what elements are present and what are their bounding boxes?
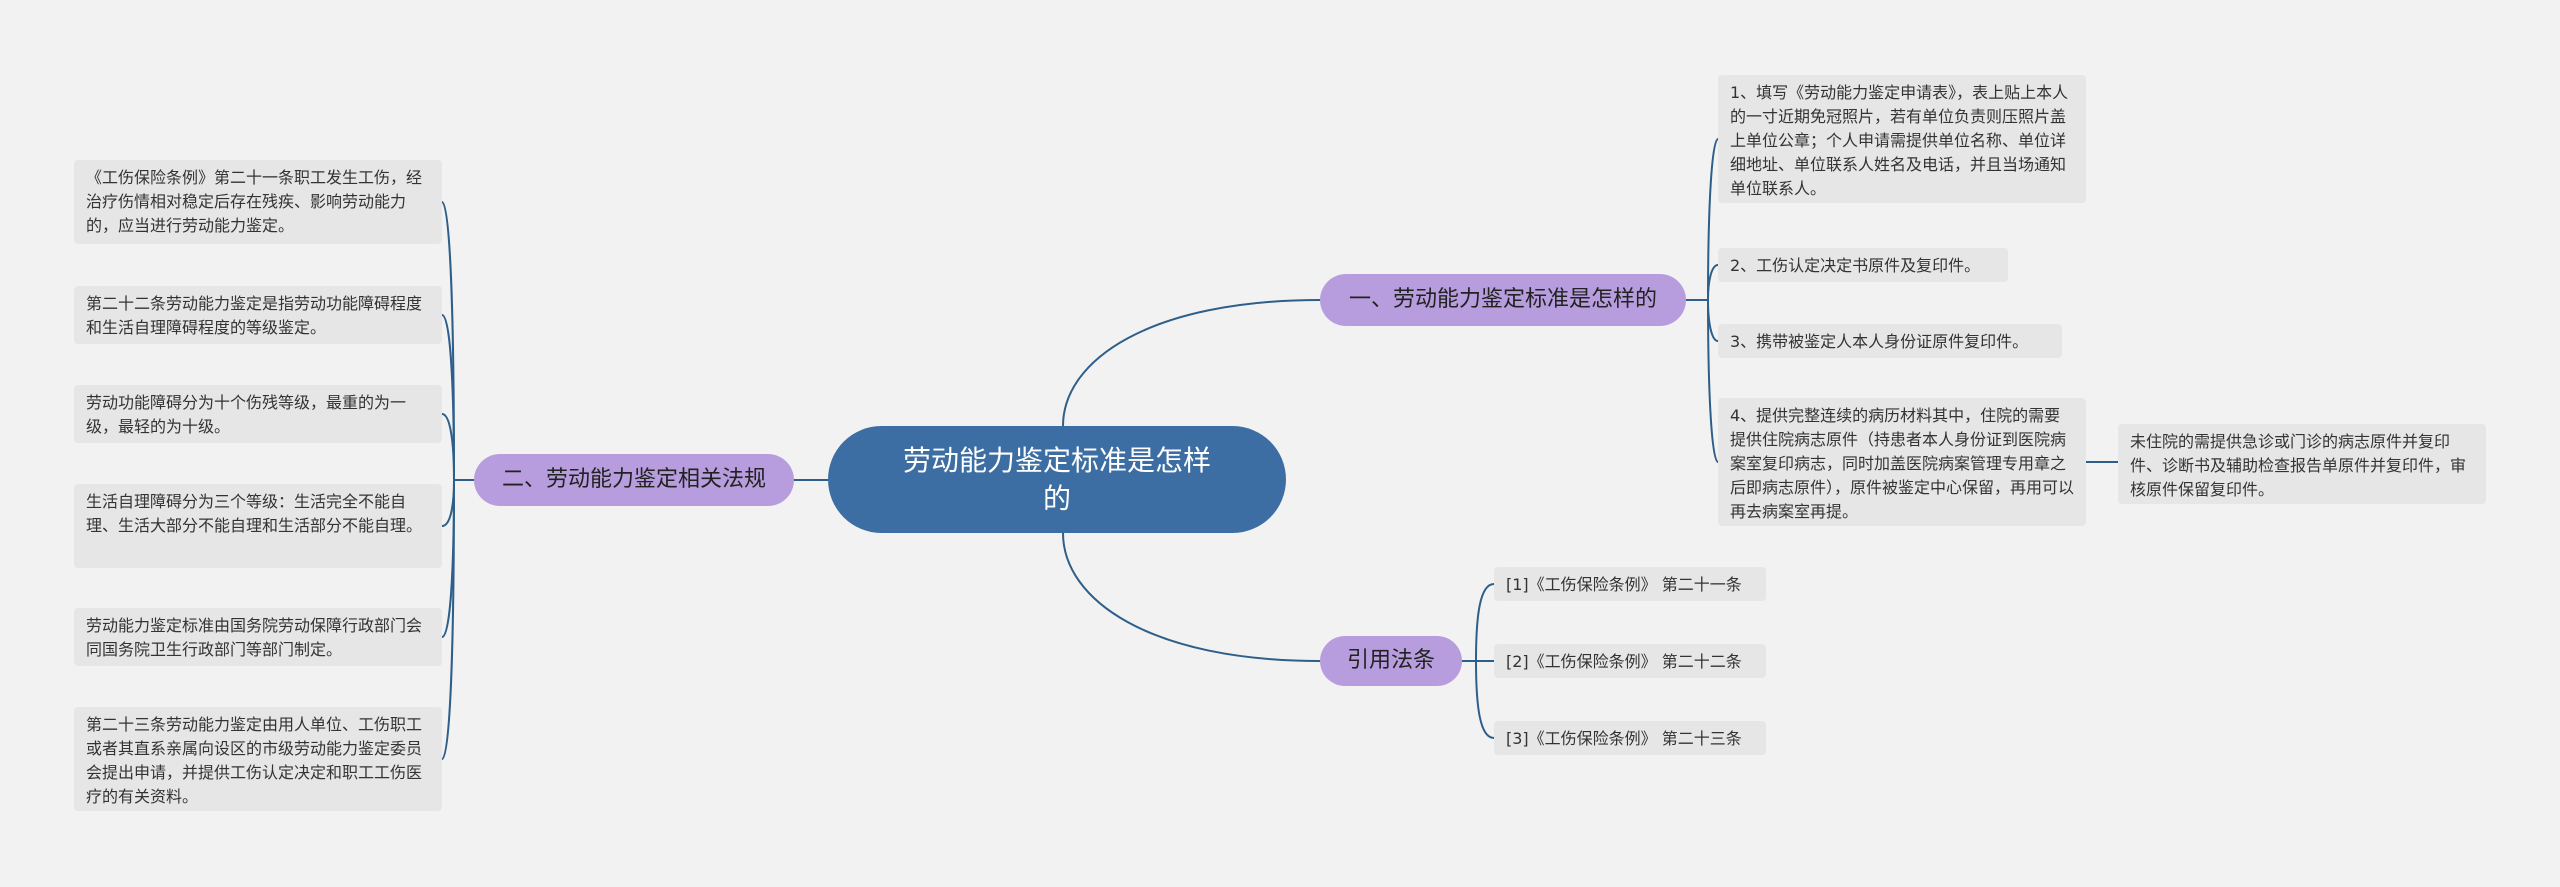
law-item-2[interactable]: 第二十二条劳动能力鉴定是指劳动功能障碍程度和生活自理障碍程度的等级鉴定。	[74, 286, 442, 344]
standard-item-4-detail[interactable]: 未住院的需提供急诊或门诊的病志原件并复印件、诊断书及辅助检查报告单原件并复印件，…	[2118, 424, 2486, 504]
link-standard-item-4	[1707, 299, 1719, 463]
standard-item-1[interactable]: 1、填写《劳动能力鉴定申请表》，表上贴上本人的一寸近期免冠照片，若有单位负责则压…	[1718, 75, 2086, 203]
standard-item-4[interactable]: 4、提供完整连续的病历材料其中，住院的需要提供住院病志原件（持患者本人身份证到医…	[1718, 398, 2086, 526]
law-item-1[interactable]: 《工伤保险条例》第二十一条职工发生工伤，经治疗伤情相对稳定后存在残疾、影响劳动能…	[74, 160, 442, 244]
law-item-3-text: 劳动功能障碍分为十个伤残等级，最重的为一级，最轻的为十级。	[86, 393, 407, 436]
branch-citations-label: 引用法条	[1346, 648, 1435, 673]
link-law-item-3	[441, 413, 455, 481]
link-standard-item-2	[1707, 264, 1719, 301]
branch-standard[interactable]: 一、劳动能力鉴定标准是怎样的	[1320, 274, 1686, 326]
standard-item-3[interactable]: 3、携带被鉴定人本人身份证原件复印件。	[1718, 324, 2062, 358]
root-topic[interactable]: 劳动能力鉴定标准是怎样的	[828, 426, 1286, 533]
standard-item-4-detail-text: 未住院的需提供急诊或门诊的病志原件并复印件、诊断书及辅助检查报告单原件并复印件，…	[2130, 432, 2467, 499]
citation-item-2[interactable]: [2]《工伤保险条例》 第二十二条	[1494, 644, 1766, 678]
link-law-item-4	[441, 479, 455, 527]
standard-item-1-text: 1、填写《劳动能力鉴定申请表》，表上贴上本人的一寸近期免冠照片，若有单位负责则压…	[1730, 83, 2069, 198]
citation-item-2-text: [2]《工伤保险条例》 第二十二条	[1506, 652, 1742, 671]
link-root-standard	[1062, 299, 1321, 427]
citation-item-3-text: [3]《工伤保险条例》 第二十三条	[1506, 729, 1742, 748]
law-item-2-text: 第二十二条劳动能力鉴定是指劳动功能障碍程度和生活自理障碍程度的等级鉴定。	[86, 294, 423, 337]
link-standard-item-1	[1707, 138, 1719, 301]
branch-standard-label: 一、劳动能力鉴定标准是怎样的	[1348, 287, 1657, 312]
standard-item-3-text: 3、携带被鉴定人本人身份证原件复印件。	[1730, 332, 2029, 351]
law-item-4[interactable]: 生活自理障碍分为三个等级：生活完全不能自理、生活大部分不能自理和生活部分不能自理…	[74, 484, 442, 568]
law-item-5-text: 劳动能力鉴定标准由国务院劳动保障行政部门会同国务院卫生行政部门等部门制定。	[86, 616, 423, 659]
citation-item-1[interactable]: [1]《工伤保险条例》 第二十一条	[1494, 567, 1766, 601]
link-standard-item-3	[1707, 299, 1719, 342]
branch-citations[interactable]: 引用法条	[1320, 636, 1462, 686]
law-item-6[interactable]: 第二十三条劳动能力鉴定由用人单位、工伤职工或者其直系亲属向设区的市级劳动能力鉴定…	[74, 707, 442, 811]
standard-item-2-text: 2、工伤认定决定书原件及复印件。	[1730, 256, 1981, 275]
law-item-6-text: 第二十三条劳动能力鉴定由用人单位、工伤职工或者其直系亲属向设区的市级劳动能力鉴定…	[86, 715, 423, 806]
link-root-citations	[1062, 532, 1321, 662]
branch-laws-label: 二、劳动能力鉴定相关法规	[501, 467, 766, 492]
link-citation-item-3	[1475, 660, 1495, 739]
citation-item-1-text: [1]《工伤保险条例》 第二十一条	[1506, 575, 1742, 594]
standard-item-2[interactable]: 2、工伤认定决定书原件及复印件。	[1718, 248, 2008, 282]
law-item-4-text: 生活自理障碍分为三个等级：生活完全不能自理、生活大部分不能自理和生活部分不能自理…	[86, 492, 423, 535]
law-item-5[interactable]: 劳动能力鉴定标准由国务院劳动保障行政部门会同国务院卫生行政部门等部门制定。	[74, 608, 442, 666]
law-item-3[interactable]: 劳动功能障碍分为十个伤残等级，最重的为一级，最轻的为十级。	[74, 385, 442, 443]
root-topic-label: 劳动能力鉴定标准是怎样的	[902, 443, 1211, 515]
standard-item-4-text: 4、提供完整连续的病历材料其中，住院的需要提供住院病志原件（持患者本人身份证到医…	[1730, 406, 2075, 521]
link-citation-item-1	[1475, 583, 1495, 662]
link-law-item-6	[441, 479, 455, 760]
law-item-1-text: 《工伤保险条例》第二十一条职工发生工伤，经治疗伤情相对稳定后存在残疾、影响劳动能…	[86, 168, 423, 235]
citation-item-3[interactable]: [3]《工伤保险条例》 第二十三条	[1494, 721, 1766, 755]
branch-laws[interactable]: 二、劳动能力鉴定相关法规	[474, 454, 794, 506]
